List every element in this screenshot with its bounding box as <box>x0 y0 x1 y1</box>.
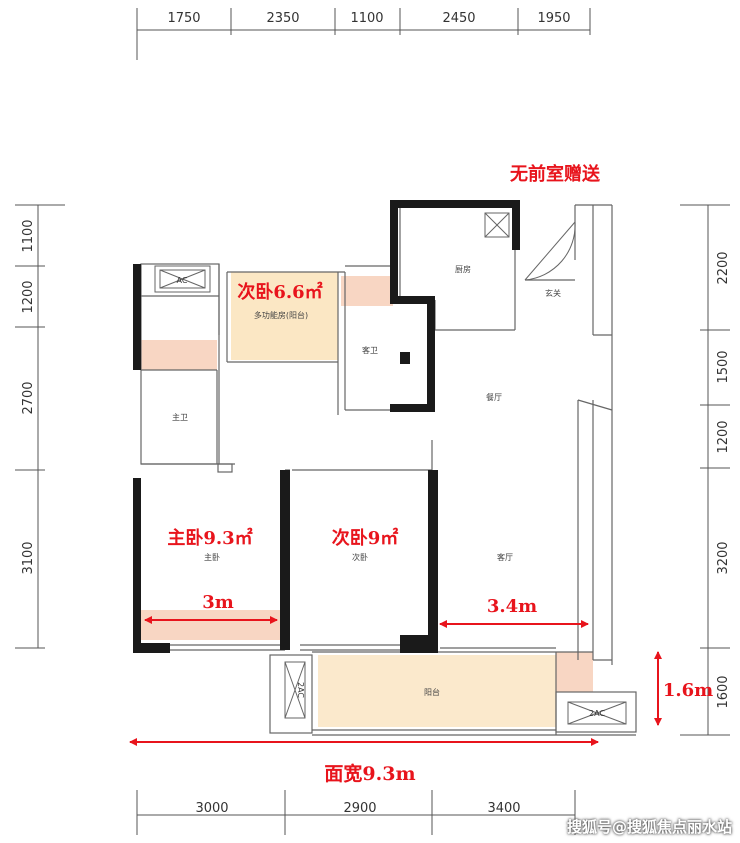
left-ac-unit <box>284 661 306 719</box>
right-dim-5: 1600 <box>716 675 731 708</box>
top-dim-4: 2450 <box>442 11 475 26</box>
right-dim-1: 2200 <box>716 251 731 284</box>
room-label-guest-bath: 客卫 <box>362 345 378 355</box>
left-dim-4: 3100 <box>21 541 36 574</box>
room-label-entrance: 玄关 <box>545 288 561 298</box>
left-ac-label: 2AC <box>296 682 305 698</box>
room-label-master-bath: 主卫 <box>172 412 188 422</box>
right-ac-unit <box>567 701 627 725</box>
left-dim-1: 1100 <box>21 219 36 252</box>
right-dim-2: 1500 <box>716 350 731 383</box>
top-ac-label: AC <box>177 276 188 285</box>
top-dim-2: 2350 <box>266 11 299 26</box>
thick-walls <box>133 200 520 653</box>
top-dim-3: 1100 <box>350 11 383 26</box>
multi-function-room-fill <box>231 272 338 360</box>
annotation-balcony-depth: 1.6m <box>663 680 713 701</box>
window-pink-balcony <box>556 652 593 692</box>
watermark: 搜狐号@搜狐焦点丽水站 <box>566 818 732 836</box>
kitchen-fridge <box>484 212 510 238</box>
annotation-master-width: 3m <box>202 592 234 613</box>
top-ac-unit <box>154 265 211 293</box>
window-pink-master <box>141 610 281 640</box>
left-dim-2: 1200 <box>21 280 36 313</box>
right-dimension-line <box>680 204 730 736</box>
right-ac-label: 2AC <box>589 709 605 718</box>
bottom-dim-3: 3400 <box>487 801 520 816</box>
red-arrows <box>129 616 662 746</box>
bottom-dimension-line <box>136 790 576 835</box>
right-dim-3: 1200 <box>716 420 731 453</box>
annotation-living-width: 3.4m <box>487 596 537 617</box>
top-dimension-line <box>136 8 591 60</box>
annotation-master-bed-area: 主卧9.3㎡ <box>167 527 252 549</box>
left-dim-3: 2700 <box>21 381 36 414</box>
annotation-frontage: 面宽9.3m <box>324 762 415 785</box>
annotation-second-bed-area: 次卧9㎡ <box>332 527 399 549</box>
left-dimension-line <box>15 204 65 649</box>
window-pink-bath <box>141 340 217 370</box>
room-label-second-bed: 次卧 <box>352 552 368 562</box>
top-dim-1: 1750 <box>167 11 200 26</box>
balcony-fill <box>318 655 556 727</box>
bottom-dim-1: 3000 <box>195 801 228 816</box>
bottom-dim-2: 2900 <box>343 801 376 816</box>
thin-walls <box>140 200 637 736</box>
room-label-dining: 餐厅 <box>486 393 502 402</box>
annotation-no-foyer: 无前室赠送 <box>510 163 601 185</box>
top-dim-5: 1950 <box>537 11 570 26</box>
entrance-door <box>524 221 576 281</box>
right-dim-4: 3200 <box>716 541 731 574</box>
room-label-master-bed: 主卧 <box>204 552 220 562</box>
annotation-second-bed-small: 次卧6.6㎡ <box>237 281 322 303</box>
room-label-multi: 多功能房(阳台) <box>254 310 308 320</box>
room-label-living: 客厅 <box>497 552 513 562</box>
room-label-kitchen: 厨房 <box>455 264 471 274</box>
window-pink-top <box>341 276 393 306</box>
room-label-balcony: 阳台 <box>424 687 440 697</box>
